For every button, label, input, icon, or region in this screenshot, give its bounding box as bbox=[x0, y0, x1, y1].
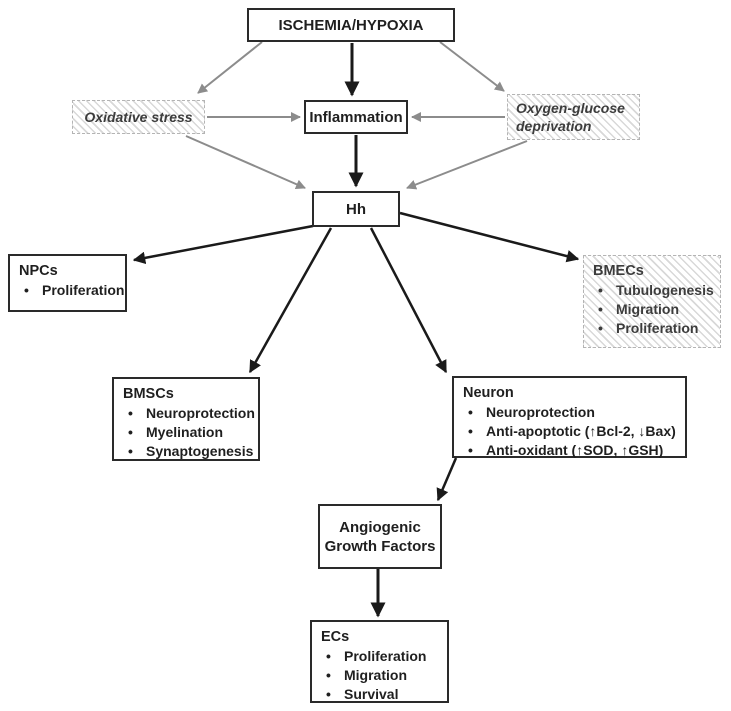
list-item: Migration bbox=[593, 300, 716, 319]
list-item: Anti-oxidant (↑SOD, ↑GSH) bbox=[463, 441, 681, 460]
ecs-items: Proliferation Migration Survival bbox=[321, 647, 443, 704]
node-oxidative-stress: Oxidative stress bbox=[72, 100, 205, 134]
bmecs-title: BMECs bbox=[593, 263, 644, 279]
list-item: Proliferation bbox=[321, 647, 443, 666]
arrow-hh-to-bmscs bbox=[248, 227, 333, 374]
node-inflammation: Inflammation bbox=[304, 100, 408, 134]
list-item: Proliferation bbox=[593, 319, 716, 338]
list-item: Tubulogenesis bbox=[593, 281, 716, 300]
bmecs-items: Tubulogenesis Migration Proliferation bbox=[593, 281, 716, 338]
list-item: Synaptogenesis bbox=[123, 442, 254, 461]
ogd-label: Oxygen-glucose deprivation bbox=[516, 100, 625, 134]
arrow-hh-to-bmecs bbox=[399, 211, 580, 263]
list-item: Migration bbox=[321, 666, 443, 685]
arrow-ogd-to-hh bbox=[406, 140, 528, 190]
npcs-title: NPCs bbox=[19, 263, 58, 279]
list-item: Myelination bbox=[123, 423, 254, 442]
hh-label: Hh bbox=[346, 200, 366, 218]
list-item: Survival bbox=[321, 685, 443, 704]
npcs-items: Proliferation bbox=[19, 281, 124, 300]
list-item: Neuroprotection bbox=[123, 404, 255, 423]
node-neuron: Neuron Neuroprotection Anti-apoptotic (↑… bbox=[452, 376, 687, 460]
ischemia-label: ISCHEMIA/HYPOXIA bbox=[278, 16, 424, 34]
arrow-neuron-to-agf bbox=[436, 457, 458, 502]
ecs-title: ECs bbox=[321, 629, 350, 645]
node-oxygen-glucose-deprivation: Oxygen-glucose deprivation bbox=[507, 94, 640, 140]
arrow-hh-to-neuron bbox=[369, 227, 448, 374]
neuron-items: Neuroprotection Anti-apoptotic (↑Bcl-2, … bbox=[463, 403, 681, 460]
node-ecs: ECs Proliferation Migration Survival bbox=[310, 620, 449, 704]
agf-label: Angiogenic Growth Factors bbox=[324, 518, 436, 555]
inflammation-label: Inflammation bbox=[309, 108, 403, 126]
list-item: Anti-apoptotic (↑Bcl-2, ↓Bax) bbox=[463, 422, 681, 441]
arrow-oxidative-to-hh bbox=[185, 135, 306, 189]
bmscs-title: BMSCs bbox=[123, 386, 174, 402]
neuron-title: Neuron bbox=[463, 385, 514, 401]
node-angiogenic-growth-factors: Angiogenic Growth Factors bbox=[318, 504, 442, 569]
bmscs-items: Neuroprotection Myelination Synaptogenes… bbox=[123, 404, 255, 461]
node-bmscs: BMSCs Neuroprotection Myelination Synapt… bbox=[112, 377, 260, 461]
list-item: Proliferation bbox=[19, 281, 124, 300]
node-hh: Hh bbox=[312, 191, 400, 227]
arrow-ischemia-to-ogd bbox=[439, 41, 505, 92]
node-npcs: NPCs Proliferation bbox=[8, 254, 127, 312]
list-item: Neuroprotection bbox=[463, 403, 681, 422]
arrow-ischemia-to-oxidative bbox=[197, 41, 263, 94]
arrow-hh-to-npcs bbox=[132, 224, 314, 265]
node-ischemia-hypoxia: ISCHEMIA/HYPOXIA bbox=[247, 8, 455, 42]
node-bmecs: BMECs Tubulogenesis Migration Proliferat… bbox=[583, 255, 721, 348]
oxidative-stress-label: Oxidative stress bbox=[84, 108, 193, 125]
